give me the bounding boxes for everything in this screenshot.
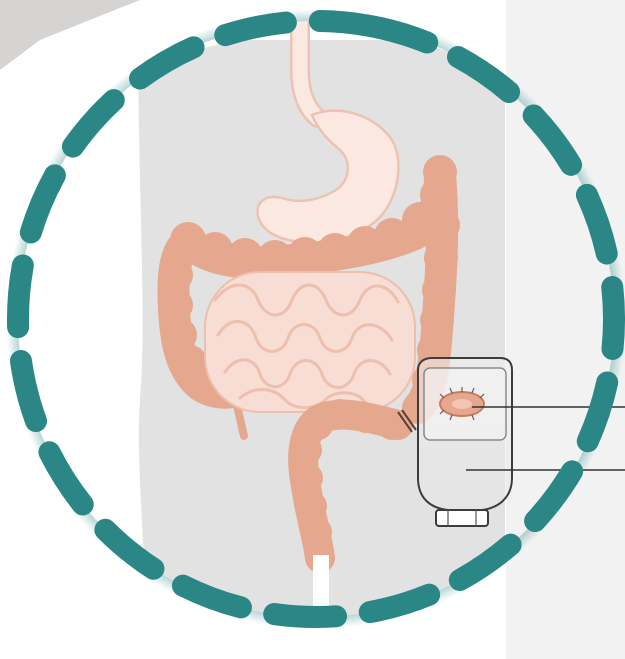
anus-marker xyxy=(313,555,329,610)
small-intestine-icon xyxy=(205,272,415,412)
ostomy-bag-icon xyxy=(418,358,512,526)
